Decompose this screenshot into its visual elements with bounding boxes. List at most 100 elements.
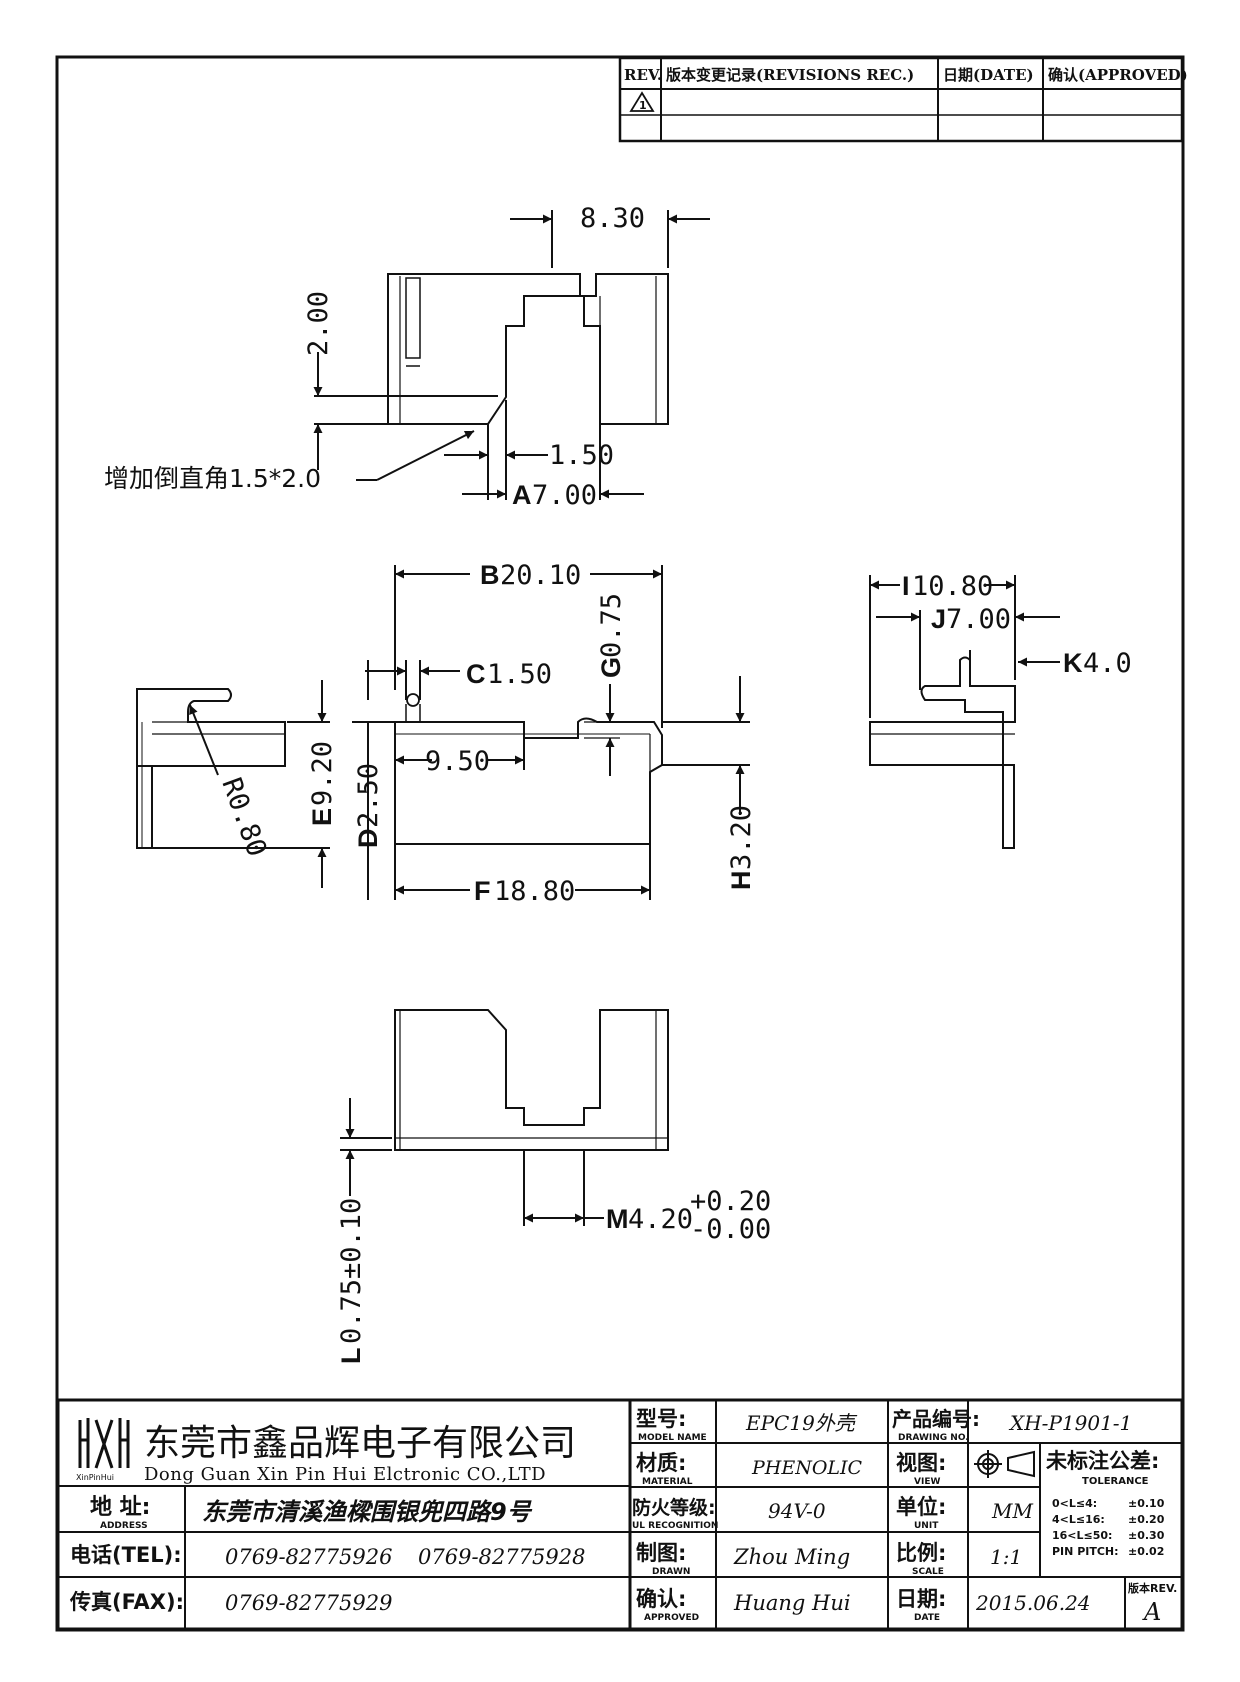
- dim-e-value: 9.20: [307, 741, 338, 806]
- revisions-header: 版本变更记录(REVISIONS REC.): [666, 66, 914, 84]
- dim-k-value: 4.0: [1083, 648, 1132, 679]
- drawing-no-value: XH-P1901-1: [1008, 1411, 1132, 1435]
- dim-l-value: 0.75±0.10: [336, 1198, 367, 1344]
- tel-value-2: 0769-82775928: [418, 1545, 585, 1569]
- dim-j-value: 7.00: [946, 604, 1011, 635]
- drawn-value: Zhou Ming: [733, 1545, 850, 1569]
- revision-triangle-icon: [629, 91, 655, 112]
- company-name-en: Dong Guan Xin Pin Hui Elctronic CO.,LTD: [144, 1464, 546, 1485]
- dim-top-width: 8.30: [580, 203, 645, 234]
- dim-c-value: 1.50: [487, 659, 552, 690]
- dim-c-letter: C: [466, 659, 486, 689]
- tolerance-title: 未标注公差:: [1046, 1449, 1159, 1473]
- dim-top-slot: 1.50: [549, 440, 614, 471]
- side-view-outline: [869, 656, 1016, 849]
- view-label-en: VIEW: [914, 1477, 940, 1487]
- tolerance-value-2: ±0.20: [1128, 1513, 1165, 1526]
- dim-g-value: 0.75: [596, 593, 627, 658]
- bottom-view-outline: [394, 1009, 669, 1151]
- approved-label: 确认:: [636, 1587, 686, 1611]
- drawn-label-en: DRAWN: [652, 1567, 690, 1577]
- tolerance-value-3: ±0.30: [1128, 1529, 1165, 1542]
- front-view-dimensions: [352, 565, 750, 900]
- date-header: 日期(DATE): [943, 66, 1034, 84]
- scale-label-en: SCALE: [912, 1567, 944, 1577]
- dim-f-value: 18.80: [494, 876, 575, 907]
- dim-h-letter: H: [726, 871, 756, 891]
- unit-label-en: UNIT: [914, 1521, 939, 1531]
- model-value: EPC19外壳: [745, 1411, 858, 1435]
- dim-top-depth: 2.00: [303, 291, 334, 356]
- chamfer-note: 增加倒直角1.5*2.0: [104, 464, 321, 493]
- dim-e-letter: E: [307, 808, 337, 826]
- date-label: 日期:: [896, 1587, 946, 1611]
- dim-d-letter: D: [353, 829, 383, 849]
- dim-l-letter: L: [336, 1348, 366, 1365]
- company-name-cn: 东莞市鑫品辉电子有限公司: [144, 1423, 576, 1464]
- material-label: 材质:: [636, 1451, 686, 1475]
- approved-label-en: APPROVED: [644, 1613, 699, 1623]
- dim-inner-width: 9.50: [425, 746, 490, 777]
- rev-label: 版本REV.: [1128, 1581, 1177, 1595]
- dim-m-tol-minus: -0.00: [690, 1214, 771, 1245]
- front-view-outline: [394, 693, 663, 845]
- left-profile-outline: [136, 688, 286, 849]
- tolerance-range-4: PIN PITCH:: [1052, 1545, 1119, 1558]
- logo-caption: XinPinHui: [76, 1473, 114, 1482]
- top-view-outline: [387, 273, 669, 425]
- rev-value: A: [1142, 1598, 1161, 1626]
- top-view-dimensions: [313, 210, 710, 500]
- tel-value-1: 0769-82775926: [225, 1545, 392, 1569]
- dim-b-letter: B: [480, 560, 500, 590]
- tolerance-value-1: ±0.10: [1128, 1497, 1165, 1510]
- fax-value: 0769-82775929: [225, 1591, 392, 1615]
- material-label-en: MATERIAL: [642, 1477, 693, 1487]
- dim-g-letter: G: [596, 657, 626, 678]
- approved-value: Huang Hui: [733, 1591, 851, 1615]
- company-logo: [78, 1418, 130, 1469]
- dim-h-value: 3.20: [726, 805, 757, 870]
- dim-i-value: 10.80: [912, 571, 993, 602]
- tolerance-range-2: 4<L≤16:: [1052, 1513, 1105, 1526]
- side-view-dimensions: [869, 575, 1060, 718]
- ul-value: 94V-0: [768, 1499, 826, 1523]
- dim-m-letter: M: [606, 1204, 629, 1234]
- date-label-en: DATE: [914, 1613, 940, 1623]
- unit-label: 单位:: [896, 1495, 946, 1519]
- dim-k-letter: K: [1063, 648, 1083, 678]
- ul-label-en: UL RECOGNITION: [632, 1521, 718, 1531]
- revision-table: [618, 56, 1184, 143]
- tolerance-value-4: ±0.02: [1128, 1545, 1164, 1558]
- tolerance-range-3: 16<L≤50:: [1052, 1529, 1112, 1542]
- ul-label: 防火等级:: [632, 1496, 716, 1519]
- drawing-no-label: 产品编号:: [892, 1407, 980, 1431]
- bottom-view-dimensions: [340, 1098, 604, 1226]
- model-label-en: MODEL NAME: [638, 1433, 707, 1443]
- scale-value: 1:1: [990, 1545, 1022, 1569]
- title-block-grid: [56, 1398, 1184, 1631]
- material-value: PHENOLIC: [751, 1457, 863, 1479]
- left-profile-dimensions: [152, 680, 330, 888]
- drawn-label: 制图:: [636, 1541, 686, 1565]
- revision-triangle-number: 1: [639, 99, 647, 112]
- tel-label: 电话(TEL):: [70, 1543, 182, 1567]
- dim-d-value: 2.50: [353, 763, 384, 828]
- model-label: 型号:: [636, 1407, 686, 1431]
- rev-header: REV.: [624, 66, 662, 84]
- approved-header: 确认(APPROVED): [1048, 66, 1188, 84]
- dim-m-value: 4.20: [628, 1204, 693, 1235]
- scale-label: 比例:: [896, 1541, 946, 1565]
- dim-b-value: 20.10: [500, 560, 581, 591]
- dim-top-a-value: 7.00: [532, 480, 597, 511]
- unit-value: MM: [991, 1499, 1033, 1523]
- dim-i-letter: I: [902, 571, 910, 601]
- dim-m-tol-plus: +0.20: [690, 1186, 771, 1217]
- view-label: 视图:: [896, 1451, 946, 1475]
- dim-j-letter: J: [931, 604, 946, 634]
- first-angle-projection-icon: [974, 1450, 1035, 1478]
- dim-f-letter: F: [474, 876, 491, 906]
- address-value: 东莞市清溪渔樑围银兜四路9号: [202, 1498, 533, 1526]
- tolerance-title-en: TOLERANCE: [1082, 1476, 1149, 1487]
- address-label: 地 址:: [90, 1495, 150, 1520]
